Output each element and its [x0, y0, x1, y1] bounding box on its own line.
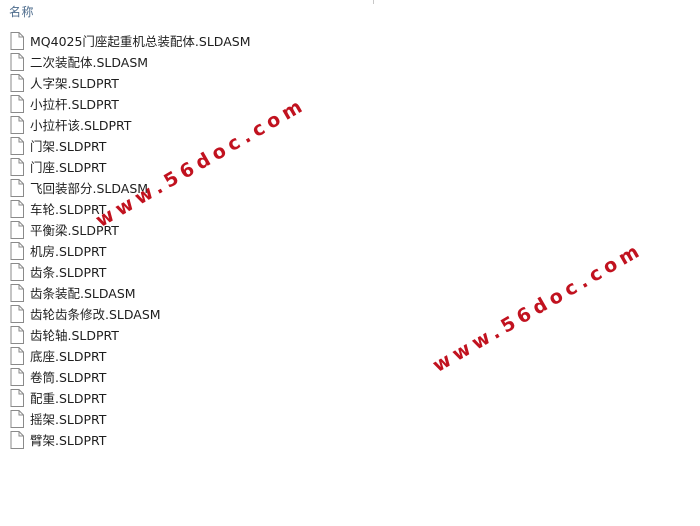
file-name: 齿轮齿条修改.SLDASM — [30, 307, 161, 322]
file-icon — [10, 409, 24, 428]
file-row[interactable]: 配重.SLDPRT — [10, 387, 370, 408]
file-icon — [10, 178, 24, 197]
file-name: 齿条装配.SLDASM — [30, 286, 136, 301]
file-row[interactable]: 门座.SLDPRT — [10, 156, 370, 177]
file-name: 小拉杆.SLDPRT — [30, 97, 119, 112]
file-row[interactable]: 飞回装部分.SLDASM — [10, 177, 370, 198]
column-divider[interactable] — [373, 0, 374, 4]
file-icon — [10, 346, 24, 365]
file-row[interactable]: 齿轮轴.SLDPRT — [10, 324, 370, 345]
file-row[interactable]: 齿轮齿条修改.SLDASM — [10, 303, 370, 324]
file-name: 齿轮轴.SLDPRT — [30, 328, 119, 343]
file-name: 底座.SLDPRT — [30, 349, 107, 364]
file-icon — [10, 73, 24, 92]
file-row[interactable]: 小拉杆.SLDPRT — [10, 93, 370, 114]
file-row[interactable]: 二次装配体.SLDASM — [10, 51, 370, 72]
file-icon — [10, 31, 24, 50]
file-name: 摇架.SLDPRT — [30, 412, 107, 427]
file-icon — [10, 136, 24, 155]
file-icon — [10, 94, 24, 113]
file-name: 机房.SLDPRT — [30, 244, 107, 259]
file-list: MQ4025门座起重机总装配体.SLDASM 二次装配体.SLDASM 人字架.SL… — [10, 30, 370, 450]
file-row[interactable]: MQ4025门座起重机总装配体.SLDASM — [10, 30, 370, 51]
file-name: MQ4025门座起重机总装配体.SLDASM — [30, 34, 251, 49]
file-row[interactable]: 机房.SLDPRT — [10, 240, 370, 261]
file-name: 配重.SLDPRT — [30, 391, 107, 406]
name-column-header[interactable]: 名称 — [9, 5, 35, 19]
file-row[interactable]: 人字架.SLDPRT — [10, 72, 370, 93]
file-name: 二次装配体.SLDASM — [30, 55, 149, 70]
file-row[interactable]: 臂架.SLDPRT — [10, 429, 370, 450]
file-icon — [10, 262, 24, 281]
file-row[interactable]: 底座.SLDPRT — [10, 345, 370, 366]
file-icon — [10, 241, 24, 260]
file-icon — [10, 220, 24, 239]
file-name: 人字架.SLDPRT — [30, 76, 119, 91]
file-row[interactable]: 齿条装配.SLDASM — [10, 282, 370, 303]
file-icon — [10, 367, 24, 386]
file-row[interactable]: 摇架.SLDPRT — [10, 408, 370, 429]
file-icon — [10, 283, 24, 302]
file-row[interactable]: 平衡梁.SLDPRT — [10, 219, 370, 240]
file-name: 卷筒.SLDPRT — [30, 370, 107, 385]
file-icon — [10, 199, 24, 218]
file-icon — [10, 115, 24, 134]
file-row[interactable]: 齿条.SLDPRT — [10, 261, 370, 282]
file-name: 门座.SLDPRT — [30, 160, 107, 175]
file-icon — [10, 430, 24, 449]
file-name: 小拉杆该.SLDPRT — [30, 118, 132, 133]
file-name: 车轮.SLDPRT — [30, 202, 107, 217]
file-name: 平衡梁.SLDPRT — [30, 223, 119, 238]
file-icon — [10, 388, 24, 407]
file-icon — [10, 304, 24, 323]
file-row[interactable]: 卷筒.SLDPRT — [10, 366, 370, 387]
file-row[interactable]: 小拉杆该.SLDPRT — [10, 114, 370, 135]
watermark: www.56doc.com — [429, 238, 648, 377]
file-name: 门架.SLDPRT — [30, 139, 107, 154]
file-row[interactable]: 车轮.SLDPRT — [10, 198, 370, 219]
file-name: 臂架.SLDPRT — [30, 433, 107, 448]
file-name: 飞回装部分.SLDASM — [30, 181, 149, 196]
file-icon — [10, 52, 24, 71]
file-name: 齿条.SLDPRT — [30, 265, 107, 280]
file-row[interactable]: 门架.SLDPRT — [10, 135, 370, 156]
file-icon — [10, 157, 24, 176]
file-icon — [10, 325, 24, 344]
